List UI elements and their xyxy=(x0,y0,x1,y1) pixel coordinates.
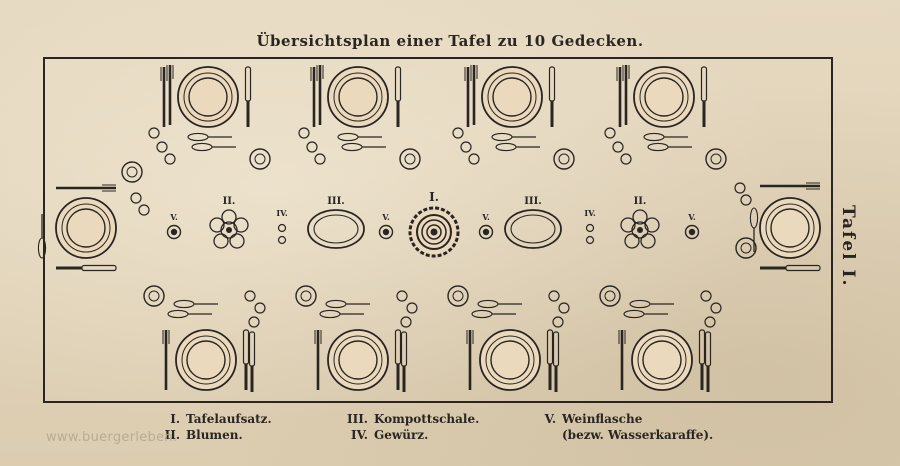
legend-item-5: V.Weinflasche xyxy=(544,412,643,426)
watermark: www.buergerleben. xyxy=(46,430,178,445)
marker-flowers-left: II. xyxy=(223,196,236,207)
cover-top-4 xyxy=(605,65,726,169)
marker-spice-right: IV. xyxy=(584,208,596,218)
legend-item-2: II.Blumen. xyxy=(164,428,243,442)
legend-col-3: V.Weinflasche (bezw. Wasserkaraffe). xyxy=(522,411,714,443)
bottle-1 xyxy=(166,224,182,240)
spice-left xyxy=(277,223,287,245)
bottle-2 xyxy=(378,224,394,240)
cover-bottom-1 xyxy=(144,286,265,392)
legend-item-1: I.Tafelaufsatz. xyxy=(170,412,272,426)
page-title: Übersichtsplan einer Tafel zu 10 Gedecke… xyxy=(256,32,644,50)
marker-compote-right: III. xyxy=(524,196,542,207)
legend-col-1: I.Tafelaufsatz. II.Blumen. xyxy=(146,411,272,443)
marker-bottle-2: V. xyxy=(381,212,390,222)
table-outline xyxy=(43,57,833,403)
bottle-3 xyxy=(478,224,494,240)
marker-bottle-3: V. xyxy=(481,212,490,222)
legend-item-4: IV.Gewürz. xyxy=(350,428,429,442)
flowers-left xyxy=(209,209,249,249)
compote-right xyxy=(504,209,562,249)
compote-left xyxy=(307,209,365,249)
cover-right xyxy=(735,183,820,271)
marker-bottle-4: V. xyxy=(687,212,696,222)
cover-top-3 xyxy=(453,65,574,169)
legend-item-6: (bezw. Wasserkaraffe). xyxy=(562,428,714,442)
marker-centerpiece: I. xyxy=(429,190,439,204)
cover-top-2 xyxy=(299,65,420,169)
marker-flowers-right: II. xyxy=(634,196,647,207)
legend-item-3: III.Kompottschale. xyxy=(346,412,480,426)
marker-spice-left: IV. xyxy=(276,208,288,218)
centerpiece xyxy=(408,206,460,258)
flowers-right xyxy=(620,209,660,249)
marker-bottle-1: V. xyxy=(169,212,178,222)
cover-bottom-3 xyxy=(448,286,569,392)
cover-left xyxy=(38,162,149,271)
cover-bottom-4 xyxy=(600,286,721,392)
cover-top-1 xyxy=(149,65,270,169)
bottle-4 xyxy=(684,224,700,240)
spice-right xyxy=(585,223,595,245)
marker-compote-left: III. xyxy=(327,196,345,207)
legend-col-2: III.Kompottschale. IV.Gewürz. xyxy=(334,411,479,443)
plate-label: Tafel I. xyxy=(838,205,858,288)
cover-bottom-2 xyxy=(296,286,417,392)
